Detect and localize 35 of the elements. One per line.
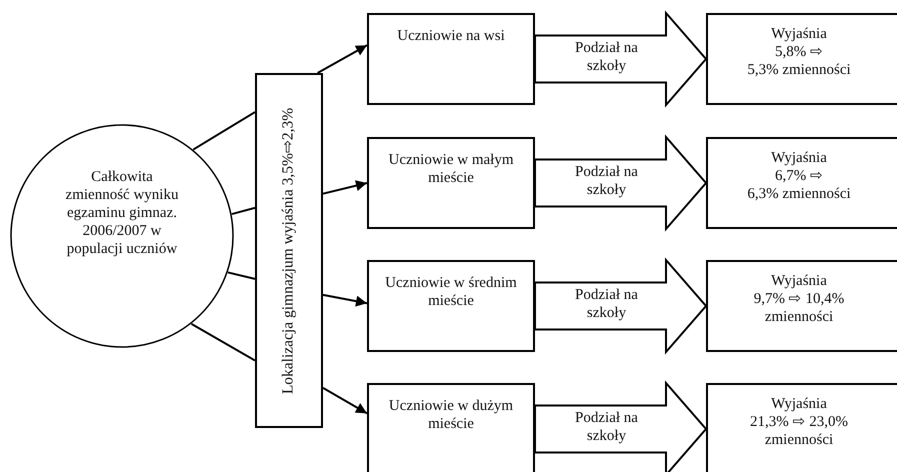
box-label: Uczniowie na wsi [396, 27, 506, 45]
rotated-label: Lokalizacja gimnazjum wyjaśnia 3,5%⇨2,3% [280, 107, 298, 394]
group-box [367, 137, 535, 229]
edge-label: Podział na szkoły [574, 286, 639, 322]
block-arrow [534, 257, 708, 355]
box-label: Uczniowie w małym mieście [388, 151, 514, 187]
box-label: Uczniowie w średnim mieście [384, 274, 518, 310]
edge-label: Podział na szkoły [574, 409, 639, 445]
result-box [706, 383, 897, 472]
block-arrow [534, 10, 708, 108]
group-box [367, 13, 535, 105]
connector-line [232, 206, 256, 216]
connector-line [192, 111, 256, 150]
connector-line [190, 323, 256, 362]
arrow [322, 294, 368, 307]
block-arrow [534, 134, 708, 232]
block-arrow [534, 380, 708, 472]
circle-text: Całkowita zmienność wyniku egzaminu gimnaz. 2006/2007 w populacji uczniów [64, 168, 180, 258]
box-label: Wyjaśnia 9,7% ⇨ 10,4% zmienności [752, 272, 846, 326]
box-label: Wyjaśnia 6,7% ⇨ 6,3% zmienności [746, 149, 852, 203]
arrow [317, 44, 368, 74]
result-box [706, 260, 897, 352]
rotated-label-box [255, 73, 323, 428]
box-label: Uczniowie w dużym mieście [388, 397, 514, 433]
box-label: Wyjaśnia 5,8% ⇨ 5,3% zmienności [746, 25, 852, 79]
group-box [367, 260, 535, 352]
arrow [322, 387, 368, 414]
box-label: Wyjaśnia 21,3% ⇨ 23,0% zmienności [749, 395, 849, 449]
arrow [322, 180, 368, 195]
connector-line [228, 272, 256, 280]
result-box [706, 137, 897, 229]
edge-label: Podział na szkoły [574, 39, 639, 75]
edge-label: Podział na szkoły [574, 163, 639, 199]
group-box [367, 383, 535, 472]
result-box [706, 13, 897, 105]
